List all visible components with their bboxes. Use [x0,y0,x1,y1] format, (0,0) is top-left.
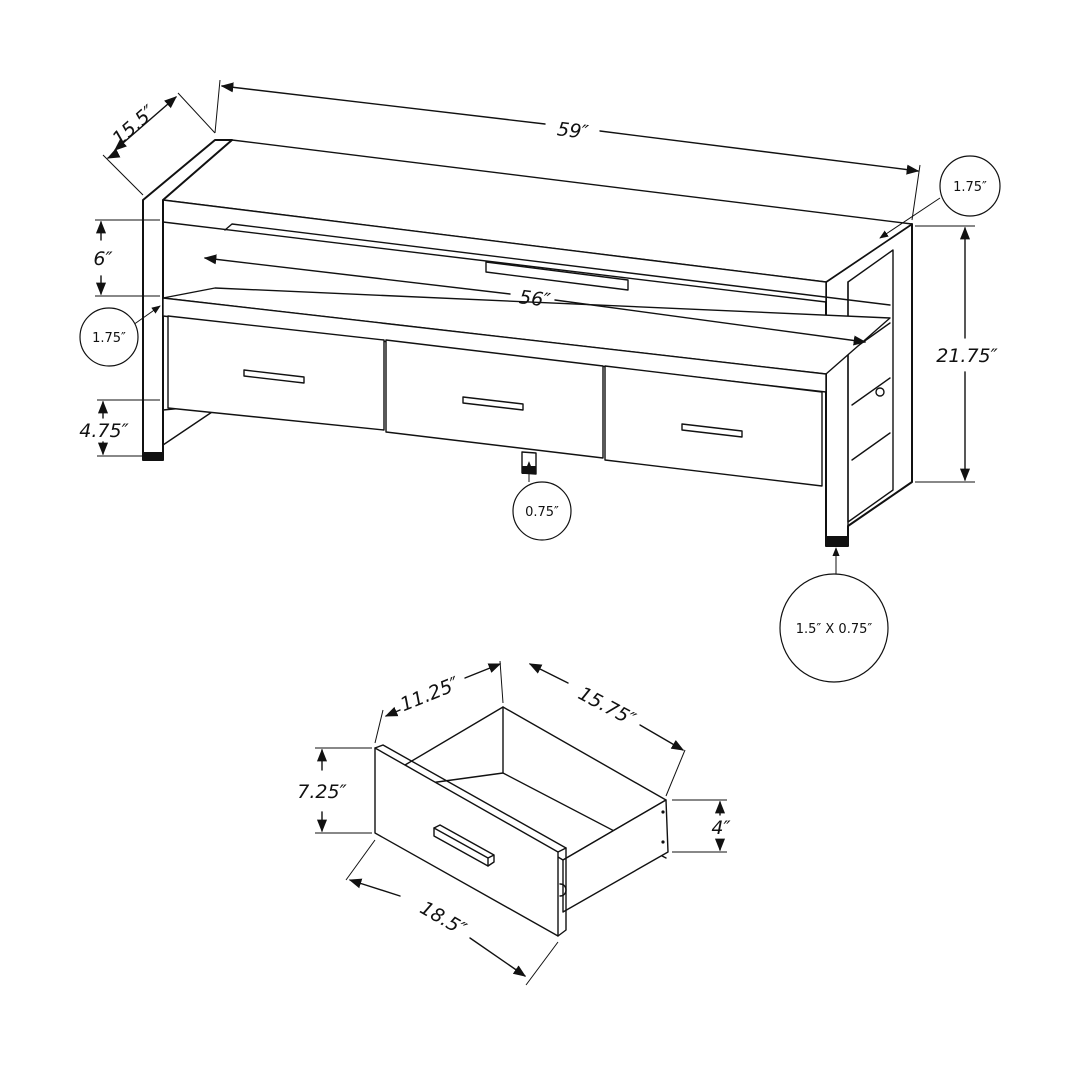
callouts: 1.75″ 1.75″ 0.75″ 1.5″ X 0.75″ [79,155,1001,683]
left-leg-foot [143,452,163,461]
stand-dimensions: 15.5″ 59″ 6″ 56″ 21.75″ 4.75″ [79,79,998,483]
callout-leg-profile [779,573,889,683]
drawer-front-height-label: 7.25″ [297,781,346,803]
right-frame-opening [847,249,894,523]
drawer-middle [385,339,604,459]
drawer-left [167,315,385,431]
callout-left-label: 1.75″ [92,331,126,346]
drawer-middle-handle [462,396,524,411]
depth-label: 15.5″ [108,101,160,150]
callout-center-leg [512,481,572,541]
tv-stand [142,139,913,547]
callout-left [79,307,139,367]
drawer-depth-label: 11.25″ [397,673,462,716]
drawer-front-width-label: 18.5″ [416,897,470,941]
callout-center-leg-label: 0.75″ [525,505,559,520]
right-leg-foot [826,536,848,546]
drawer-right [604,365,823,487]
callout-leg-profile-label: 1.5″ X 0.75″ [796,622,873,637]
drawer-side-height-label: 4″ [711,817,730,839]
drawer-right-handle [681,423,743,438]
middle-shelf-edge [162,297,827,393]
callout-top-right [939,155,1001,217]
inner-width-label: 56″ [518,286,552,312]
shelf-gap-label: 6″ [93,248,112,270]
cable-slot [485,261,629,291]
drawer-side-panel [562,799,669,913]
drawer-detail [374,706,669,937]
width-label: 59″ [556,118,590,144]
height-label: 21.75″ [936,345,998,367]
drawer-left-handle [243,369,305,384]
drawer-inner-width-label: 15.75″ [575,683,640,731]
callout-top-right-label: 1.75″ [953,180,987,195]
leg-gap-label: 4.75″ [79,420,128,442]
right-frame-knob [875,387,885,397]
